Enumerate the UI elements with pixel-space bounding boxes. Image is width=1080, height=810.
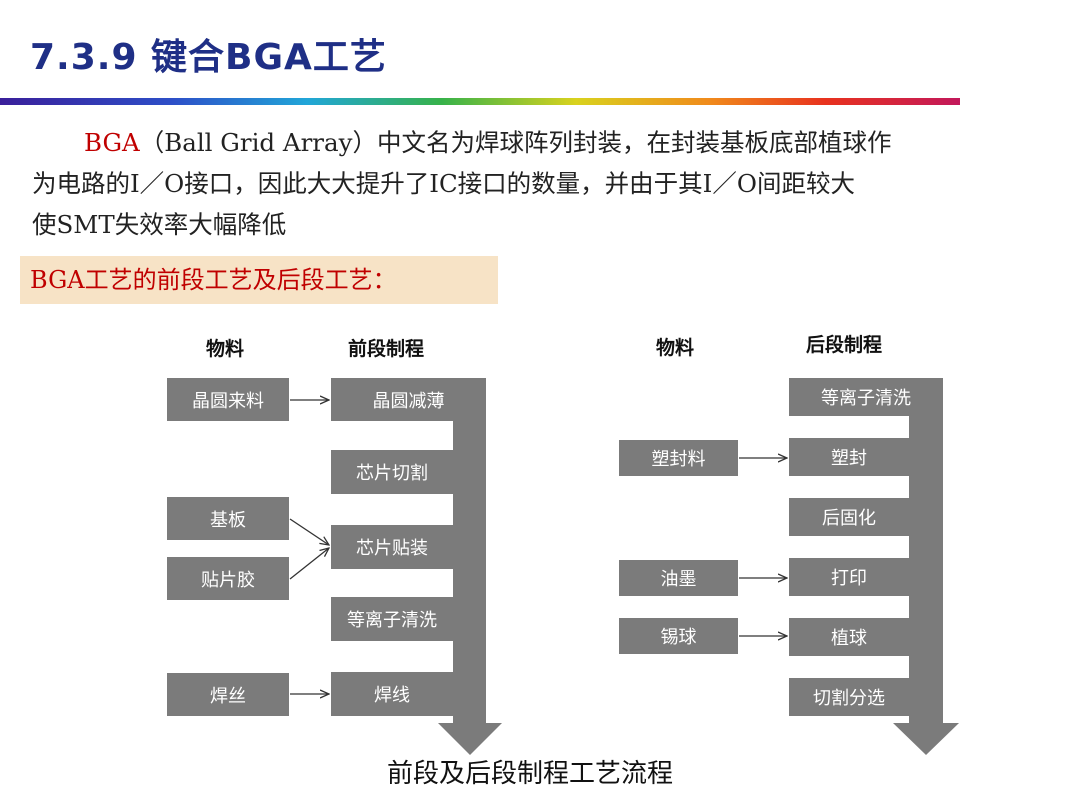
- back-material-ink: 油墨: [619, 560, 738, 596]
- rainbow-divider: [0, 98, 960, 105]
- back-step-singulation: 切割分选: [789, 678, 909, 716]
- front-material-wafer: 晶圆来料: [167, 378, 289, 421]
- back-process-header: 后段制程: [806, 334, 883, 356]
- intro-line-1: BGA（Ball Grid Array）中文名为焊球阵列封装，在封装基板底部植球…: [32, 122, 1042, 163]
- intro-line-2: 为电路的I／O接口，因此大大提升了IC接口的数量，并由于其I／O间距较大: [32, 169, 855, 198]
- front-step-wafer-thinning: 晶圆减薄: [331, 378, 486, 421]
- back-step-molding: 塑封: [789, 438, 909, 476]
- arrow-adhesive-to-attach: [289, 548, 329, 580]
- front-step-plasma-clean: 等离子清洗: [331, 597, 453, 641]
- arrow-substrate-to-attach: [289, 518, 329, 545]
- back-flow-arrowhead: [893, 723, 959, 755]
- front-step-die-sawing: 芯片切割: [331, 450, 453, 494]
- diagram-caption: 前段及后段制程工艺流程: [386, 759, 673, 789]
- front-material-wire: 焊丝: [167, 673, 289, 716]
- back-step-marking: 打印: [789, 558, 909, 596]
- intro-paragraph: BGA（Ball Grid Array）中文名为焊球阵列封装，在封装基板底部植球…: [32, 122, 1042, 245]
- front-material-substrate: 基板: [167, 497, 289, 540]
- page-title: 7.3.9 键合BGA工艺: [30, 37, 387, 78]
- front-material-adhesive: 贴片胶: [167, 557, 289, 600]
- bga-term: BGA: [84, 128, 140, 157]
- front-process-header: 前段制程: [348, 338, 425, 360]
- intro-line-1-rest: （Ball Grid Array）中文名为焊球阵列封装，在封装基板底部植球作: [139, 128, 892, 157]
- front-step-wire-bond: 焊线: [331, 672, 453, 716]
- back-material-molding-compound: 塑封料: [619, 440, 738, 476]
- back-material-solder-ball: 锡球: [619, 618, 738, 654]
- section-subheading: BGA工艺的前段工艺及后段工艺：: [20, 256, 498, 304]
- front-flow-spine: [453, 378, 486, 724]
- back-step-ball-mount: 植球: [789, 618, 909, 656]
- back-step-post-cure: 后固化: [789, 498, 909, 536]
- front-flow-arrowhead: [438, 723, 502, 755]
- back-step-plasma-clean: 等离子清洗: [789, 378, 943, 416]
- back-materials-header: 物料: [656, 337, 695, 359]
- back-flow-spine: [909, 378, 943, 724]
- front-step-die-attach: 芯片贴装: [331, 525, 453, 569]
- intro-line-3: 使SMT失效率大幅降低: [32, 210, 287, 239]
- front-materials-header: 物料: [206, 338, 245, 360]
